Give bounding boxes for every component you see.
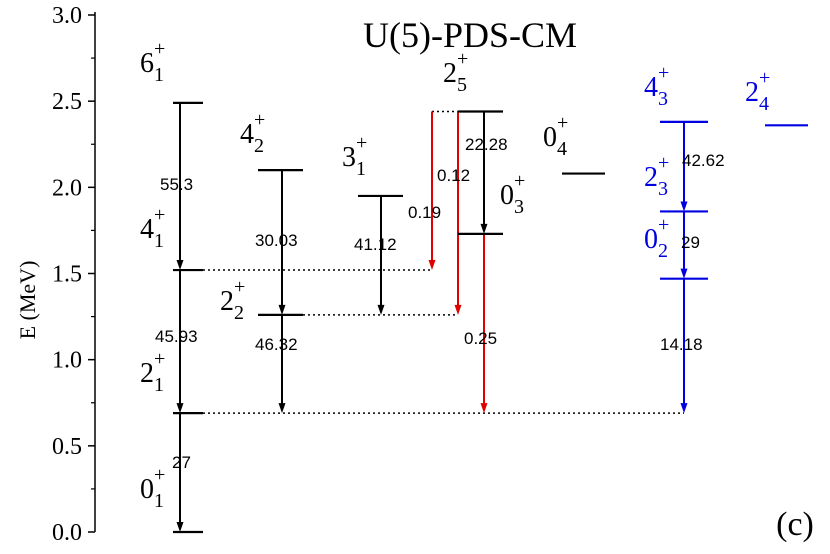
arrowhead [176,403,184,414]
arrowhead [454,304,462,315]
arrowhead [176,522,184,532]
panel-label: (c) [776,506,814,543]
y-tick-label: 3.0 [52,3,82,29]
level-label-4_2: 42+ [240,109,265,157]
transition-value: 30.03 [255,231,298,250]
arrowhead [428,260,436,271]
y-tick-label: 1.0 [52,348,82,374]
arrowhead [480,403,488,414]
y-axis-label: E (MeV) [15,261,40,340]
level-label-2_5: 25+ [443,48,468,96]
transition-value: 0.12 [437,166,470,185]
transition-value: 41.12 [354,235,397,254]
transition-value: 45.93 [155,327,198,346]
level-label-2_1: 21+ [140,348,165,396]
level-label-0_1: 01+ [140,464,165,512]
level-label-4_3: 43+ [644,62,669,110]
transition-value: 0.25 [464,329,497,348]
level-label-2_3: 23+ [644,152,669,200]
arrowhead [278,304,286,315]
level-label-0_4: 04+ [543,112,568,160]
level-label-2_2: 22+ [220,276,245,324]
level-label-6_1: 61+ [140,38,165,86]
arrowhead [278,403,286,414]
level-label-3_1: 31+ [342,132,367,180]
level-label-0_3: 03+ [500,170,525,218]
guide-lines [203,110,684,414]
level-label-4_1: 41+ [140,204,165,252]
y-axis: 0.0 0.5 1.0 1.5 2.0 2.5 3.0 [52,3,96,546]
arrowhead [480,223,488,234]
level-label-0_2: 02+ [644,214,669,262]
arrowhead [176,260,184,271]
transition-value: 27 [172,453,191,472]
diagram-title: U(5)-PDS-CM [363,15,577,55]
arrowhead [680,403,688,414]
y-tick-label: 2.0 [52,175,82,201]
levels: 01+21+41+61+22+42+31+25+03+04+43+23+02+2… [140,38,808,534]
y-tick-label: 1.5 [52,262,82,288]
arrowhead [377,304,385,315]
transition-value: 42.62 [682,151,725,170]
transition-value: 29 [681,233,700,252]
arrowhead [680,201,688,212]
y-tick-label: 0.0 [52,520,82,546]
transitions: 27 45.93 55.3 46.32 30.03 41.12 22.28 0.19 0.12 0… [155,102,725,532]
transition-value: 22.28 [465,135,508,154]
transition-value: 14.18 [660,335,703,354]
arrowhead [680,268,688,279]
transition-value: 55.3 [160,175,193,194]
y-tick-label: 2.5 [52,89,82,115]
level-label-2_4: 24+ [745,67,770,115]
y-tick-label: 0.5 [52,434,82,460]
transition-value: 46.32 [255,335,298,354]
transition-value: 0.19 [408,203,441,222]
